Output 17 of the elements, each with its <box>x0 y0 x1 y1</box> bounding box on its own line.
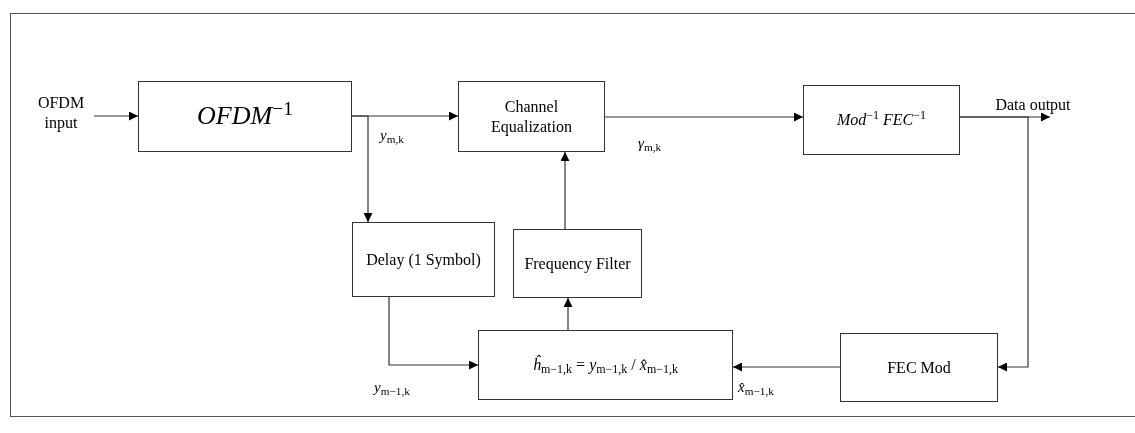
arrow <box>388 296 479 370</box>
process-box: Mod$^{−1}$ FEC$^{−1}$ <box>803 85 960 155</box>
process-box: OFDM$^{−1}$ <box>138 81 352 152</box>
arrow <box>93 111 139 121</box>
process-box: FEC Mod <box>840 333 998 402</box>
process-box: Frequency Filter <box>513 229 642 298</box>
process-box: ĥ$_{m−1,k}$ = y$_{m−1,k}$ / x̂$_{m−1,k}$ <box>478 330 733 400</box>
arrow <box>604 112 804 122</box>
arrow <box>959 116 1029 372</box>
input-label: OFDM input <box>28 92 94 134</box>
arrow <box>563 297 573 331</box>
output-label: Data output <box>970 93 1096 117</box>
process-box: Delay (1 Symbol) <box>352 222 495 297</box>
arrow <box>351 115 373 223</box>
arrow <box>560 151 570 230</box>
process-box: Channel Equalization <box>458 81 605 152</box>
arrow <box>732 362 841 372</box>
